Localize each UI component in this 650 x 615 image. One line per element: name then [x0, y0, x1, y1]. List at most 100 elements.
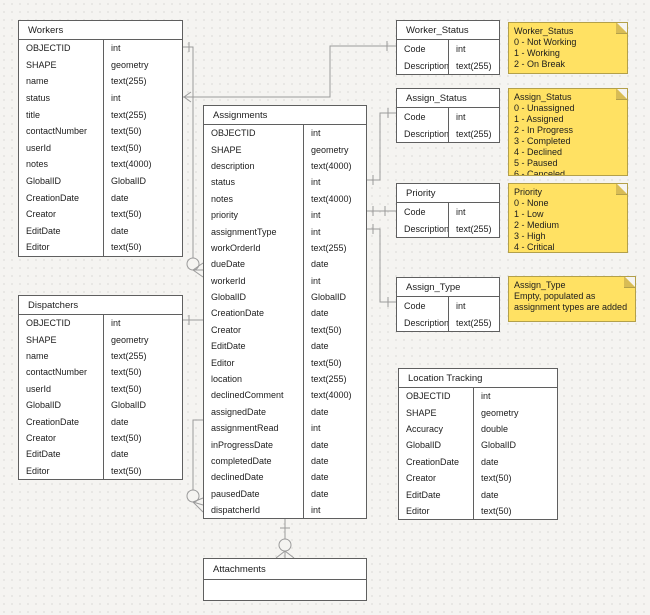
note-line: 0 - Unassigned — [514, 103, 575, 113]
zero-circle-icon — [278, 538, 292, 552]
note-line: 0 - Not Working — [514, 37, 577, 47]
field-type: text(50) — [311, 357, 342, 368]
table-title[interactable]: Assign_Status — [397, 89, 499, 108]
table-title[interactable]: Assign_Type — [397, 278, 499, 297]
field-name: notes — [204, 190, 304, 207]
table-title[interactable]: Assignments — [204, 106, 366, 125]
field-type: text(255) — [111, 76, 147, 87]
table-title[interactable]: Priority — [397, 184, 499, 203]
field-name: Creator — [19, 429, 104, 447]
field-name: CreationDate — [399, 453, 474, 470]
table-title[interactable]: Location Tracking — [399, 369, 557, 388]
note-line: 2 - In Progress — [514, 125, 574, 135]
table-title[interactable]: Dispatchers — [19, 296, 182, 315]
field-type: date — [111, 192, 129, 203]
crow-foot-icon — [192, 262, 204, 271]
field-name: assignmentType — [204, 223, 304, 240]
note-line: 4 - Declined — [514, 147, 563, 157]
field-name: assignmentRead — [204, 420, 304, 437]
note-line: Priority — [514, 187, 543, 197]
crow-foot-icon — [192, 501, 204, 506]
field-type: int — [311, 226, 321, 237]
field-type: text(255) — [456, 223, 492, 234]
table-title[interactable]: Worker_Status — [397, 21, 499, 40]
table-row: name text(255) — [19, 73, 182, 90]
field-name: EditDate — [399, 486, 474, 503]
table-title[interactable]: Workers — [19, 21, 182, 40]
note-line: 3 - High — [514, 231, 546, 241]
connector-workers-to-assignments-workerid[interactable] — [183, 42, 204, 278]
field-type: GlobalID — [481, 440, 517, 451]
field-type: date — [311, 472, 329, 483]
note-fold-icon — [616, 184, 627, 195]
field-name: Description — [397, 220, 449, 237]
connector-workers-status-to-worker-status[interactable] — [183, 41, 396, 103]
connector-assignments-priority-to-priority[interactable] — [367, 206, 396, 216]
field-type: text(255) — [111, 109, 147, 120]
field-type: text(255) — [456, 128, 492, 139]
table-row: Description text(255) — [397, 220, 499, 237]
field-name: OBJECTID — [19, 40, 104, 57]
field-name: Description — [397, 125, 449, 142]
note-line: 0 - None — [514, 198, 549, 208]
field-name: dispatcherId — [204, 501, 304, 519]
crow-foot-icon — [192, 497, 204, 503]
field-type: geometry — [111, 59, 149, 70]
field-type: text(50) — [111, 432, 142, 443]
connector-assignments-to-attachments[interactable] — [275, 517, 295, 559]
field-type: date — [311, 439, 329, 450]
field-type: text(4000) — [111, 159, 152, 170]
connector-assignments-status-to-assign-status[interactable] — [367, 108, 396, 185]
field-name: dueDate — [204, 256, 304, 273]
field-type: int — [456, 111, 466, 122]
field-name: OBJECTID — [204, 125, 304, 142]
field-type: date — [481, 456, 499, 467]
field-type: int — [311, 423, 321, 434]
crow-foot-icon — [192, 269, 204, 278]
field-name: userId — [19, 380, 104, 397]
field-type: text(255) — [456, 60, 492, 71]
connector-assignments-type-to-assign-type[interactable] — [367, 224, 396, 307]
note-line: 6 - Canceled — [514, 169, 566, 176]
field-name: priority — [204, 206, 304, 224]
field-name: OBJECTID — [19, 315, 104, 332]
field-type: text(50) — [111, 126, 142, 137]
table-title[interactable]: Attachments — [204, 559, 366, 580]
field-type: int — [311, 210, 321, 221]
field-name: SHAPE — [19, 56, 104, 74]
table-rows — [204, 580, 366, 600]
field-name: name — [19, 73, 104, 90]
field-type: GlobalID — [111, 400, 147, 411]
table-attachments[interactable]: Attachments — [203, 558, 367, 601]
note-fold-icon — [616, 89, 627, 100]
field-name: Creator — [19, 205, 104, 223]
